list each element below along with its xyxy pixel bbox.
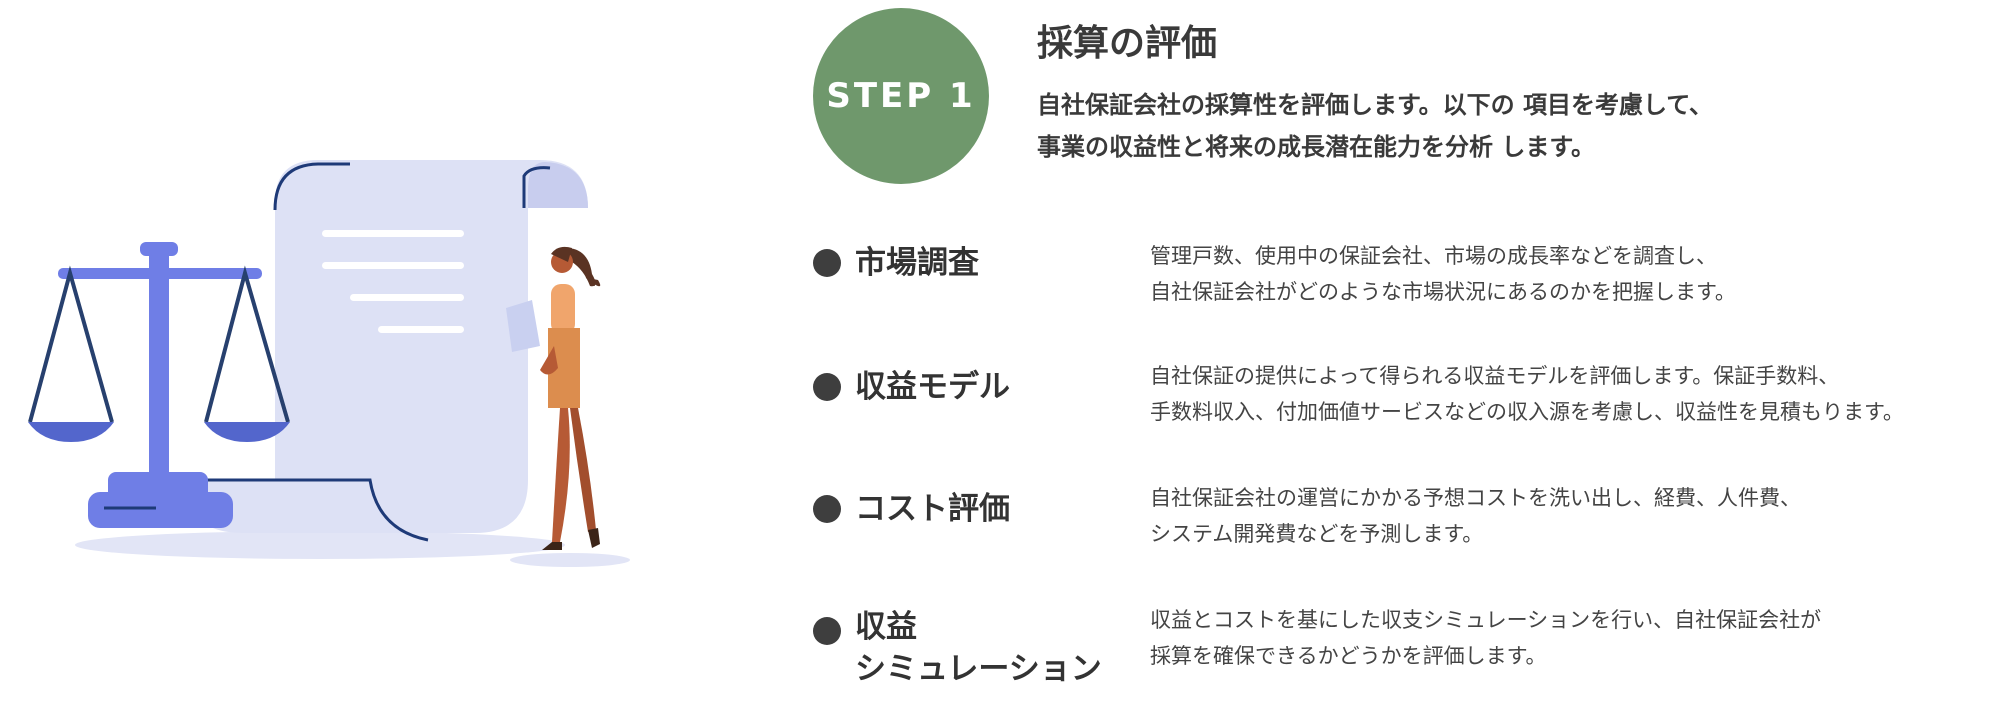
step-description-line: 事業の収益性と将来の成長潜在能力を分析 します。 — [1037, 133, 1595, 161]
item-heading-line: シミュレーション — [855, 651, 1102, 687]
item-heading-line: 市場調査 — [855, 245, 979, 281]
item-text: 管理戸数、使用中の保証会社、市場の成長率などを調査し、 自社保証会社がどのような… — [1150, 238, 2000, 310]
item-text-line: 自社保証会社の運営にかかる予想コストを洗い出し、経費、人件費、 — [1150, 486, 1801, 510]
document-scroll-icon — [195, 160, 588, 542]
figure-shadow — [510, 553, 630, 567]
scales-icon — [28, 242, 290, 528]
item-heading: 収益モデル — [855, 362, 1115, 412]
ground-shadow — [75, 531, 565, 559]
item-text: 自社保証会社の運営にかかる予想コストを洗い出し、経費、人件費、 システム開発費な… — [1150, 480, 2000, 552]
item-text-line: 採算を確保できるかどうかを評価します。 — [1150, 644, 1547, 668]
item-heading-line: コスト評価 — [855, 491, 1010, 527]
step-badge: STEP 1 — [813, 8, 989, 184]
item-heading: コスト評価 — [855, 484, 1115, 534]
bullet-dot — [813, 249, 841, 277]
item-text-line: システム開発費などを予測します。 — [1150, 522, 1484, 546]
item-text-line: 収益とコストを基にした収支シミュレーションを行い、自社保証会社が — [1150, 608, 1822, 632]
bullet-dot — [813, 373, 841, 401]
step-description-line: 自社保証会社の採算性を評価します。以下の 項目を考慮して、 — [1037, 91, 1714, 119]
bullet-dot — [813, 495, 841, 523]
item-heading-line: 収益モデル — [855, 369, 1010, 405]
item-heading: 市場調査 — [855, 238, 1115, 288]
item-text-line: 管理戸数、使用中の保証会社、市場の成長率などを調査し、 — [1150, 244, 1717, 268]
item-text-line: 自社保証の提供によって得られる収益モデルを評価します。保証手数料、 — [1150, 364, 1840, 388]
item-heading: 収益 シミュレーション — [855, 606, 1115, 690]
woman-figure-icon — [506, 246, 601, 550]
item-text-line: 手数料収入、付加価値サービスなどの収入源を考慮し、収益性を見積もります。 — [1150, 400, 1904, 424]
bullet-dot — [813, 617, 841, 645]
step-title: 採算の評価 — [1037, 23, 1218, 64]
item-text-line: 自社保証会社がどのような市場状況にあるのかを把握します。 — [1150, 280, 1736, 304]
item-text: 自社保証の提供によって得られる収益モデルを評価します。保証手数料、 手数料収入、… — [1150, 358, 2000, 430]
step-description: 自社保証会社の採算性を評価します。以下の 項目を考慮して、 事業の収益性と将来の… — [1037, 84, 1937, 168]
illustration — [28, 160, 630, 567]
item-text: 収益とコストを基にした収支シミュレーションを行い、自社保証会社が 採算を確保でき… — [1150, 602, 2000, 674]
item-heading-line: 収益 — [855, 609, 917, 645]
